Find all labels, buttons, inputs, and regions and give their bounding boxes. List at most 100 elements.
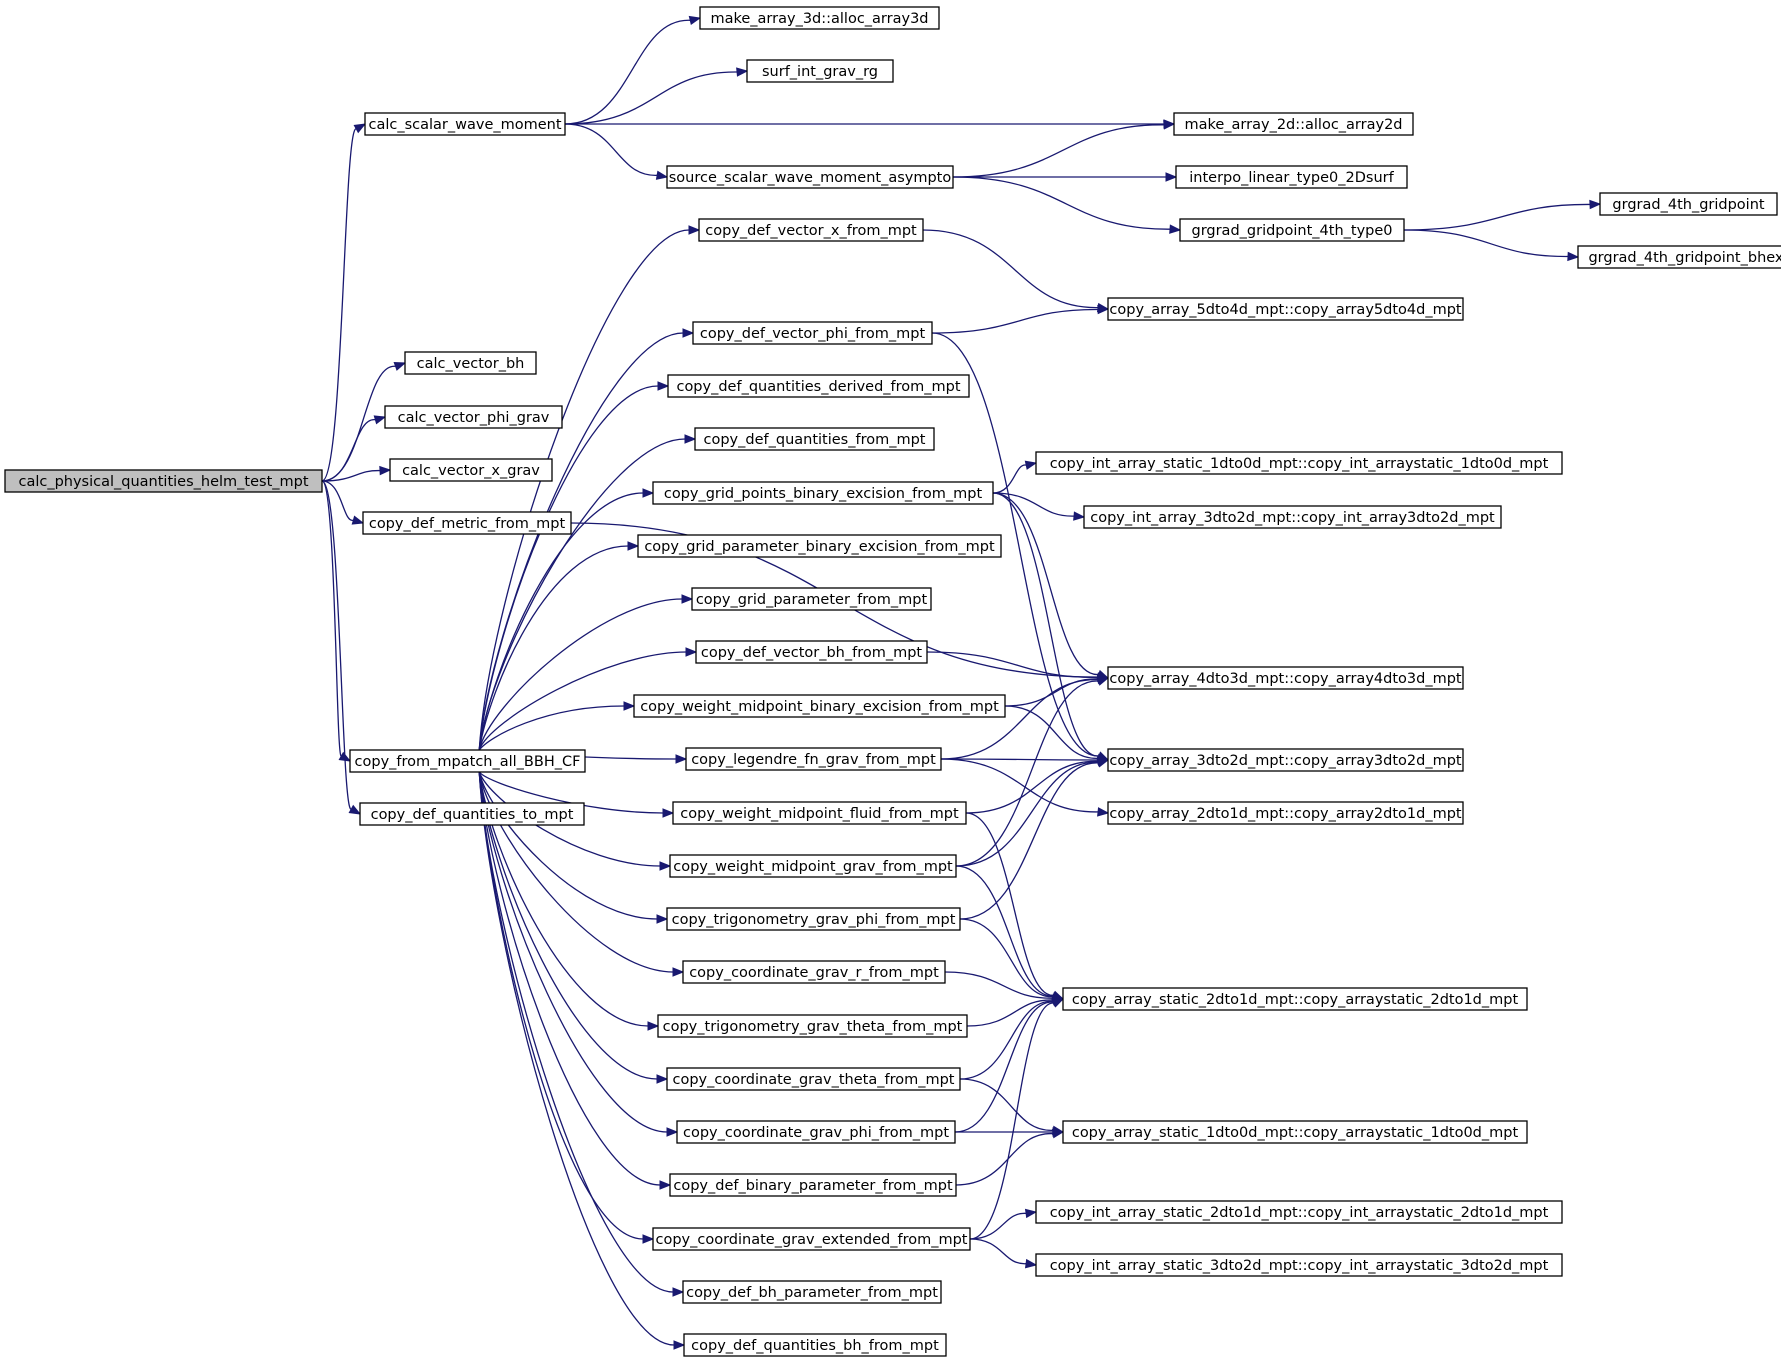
graph-edge (966, 995, 1065, 1027)
graph-node-box (1035, 1200, 1563, 1224)
graph-edge (1004, 705, 1110, 763)
graph-node-box (1107, 801, 1464, 825)
graph-node[interactable]: calc_scalar_wave_moment (364, 112, 566, 136)
graph-node[interactable]: copy_coordinate_grav_extended_from_mpt (652, 1227, 971, 1251)
graph-node[interactable]: copy_def_quantities_bh_from_mpt (683, 1333, 947, 1357)
edge-path (321, 128, 357, 482)
graph-node[interactable]: grgrad_gridpoint_4th_type0 (1179, 218, 1405, 242)
graph-node[interactable]: copy_int_array_static_1dto0d_mpt::copy_i… (1035, 451, 1563, 475)
graph-node[interactable]: make_array_2d::alloc_array2d (1173, 112, 1414, 136)
graph-node[interactable]: copy_array_static_1dto0d_mpt::copy_array… (1062, 1120, 1528, 1144)
graph-node-label: surf_int_grav_rg (762, 64, 878, 80)
graph-node-label: copy_array_4dto3d_mpt::copy_array4dto3d_… (1109, 671, 1461, 687)
graph-edge (969, 1238, 1038, 1269)
edge-path (966, 999, 1054, 1027)
graph-node[interactable]: copy_array_3dto2d_mpt::copy_array3dto2d_… (1107, 748, 1464, 772)
graph-node[interactable]: copy_grid_parameter_binary_excision_from… (637, 534, 1002, 558)
graph-node-label: copy_def_bh_parameter_from_mpt (686, 1285, 938, 1301)
graph-edge (959, 996, 1065, 1080)
graph-node[interactable]: copy_weight_midpoint_fluid_from_mpt (672, 801, 967, 825)
graph-node-box (682, 960, 946, 984)
graph-node[interactable]: grgrad_4th_gridpoint (1599, 192, 1778, 216)
edge-path (969, 1002, 1054, 1240)
graph-edge (952, 176, 1182, 234)
graph-node[interactable]: copy_array_2dto1d_mpt::copy_array2dto1d_… (1107, 801, 1464, 825)
graph-node-box (667, 374, 970, 398)
graph-node-label: copy_trigonometry_grav_phi_from_mpt (672, 912, 956, 928)
edge-path (478, 771, 644, 1240)
graph-node-label: copy_def_vector_bh_from_mpt (701, 645, 923, 661)
graph-node[interactable]: copy_grid_parameter_from_mpt (691, 587, 932, 611)
graph-node[interactable]: copy_def_quantities_derived_from_mpt (667, 374, 970, 398)
graph-node-box (683, 1333, 947, 1357)
graph-node[interactable]: copy_int_array_static_3dto2d_mpt::copy_i… (1035, 1253, 1563, 1277)
graph-node[interactable]: copy_coordinate_grav_theta_from_mpt (666, 1067, 961, 1091)
graph-node[interactable]: copy_def_metric_from_mpt (362, 511, 572, 535)
edge-arrowhead (1096, 676, 1110, 686)
edge-arrowhead (627, 541, 640, 551)
graph-node[interactable]: copy_int_array_static_2dto1d_mpt::copy_i… (1035, 1200, 1563, 1224)
graph-node[interactable]: copy_def_binary_parameter_from_mpt (669, 1173, 957, 1197)
graph-node[interactable]: copy_def_vector_phi_from_mpt (692, 321, 933, 345)
edge-path (1004, 705, 1099, 759)
graph-node[interactable]: copy_weight_midpoint_binary_excision_fro… (633, 694, 1006, 718)
graph-node[interactable]: copy_trigonometry_grav_phi_from_mpt (666, 907, 961, 931)
graph-node[interactable]: copy_def_quantities_from_mpt (694, 427, 935, 451)
graph-edge (955, 676, 1110, 867)
graph-node[interactable]: copy_coordinate_grav_phi_from_mpt (676, 1120, 956, 1144)
graph-node[interactable]: copy_def_bh_parameter_from_mpt (682, 1280, 942, 1304)
graph-edge (564, 15, 702, 125)
graph-node[interactable]: copy_grid_points_binary_excision_from_mp… (652, 481, 994, 505)
graph-edge (959, 1078, 1065, 1135)
edge-path (478, 771, 664, 814)
graph-node-box (1173, 112, 1414, 136)
graph-node[interactable]: copy_array_static_2dto1d_mpt::copy_array… (1062, 987, 1528, 1011)
graph-node-box (359, 802, 585, 826)
edge-path (940, 678, 1099, 760)
graph-node-box (1035, 451, 1563, 475)
graph-node-box (364, 112, 566, 136)
graph-node-box (1107, 666, 1464, 690)
edge-arrowhead (682, 328, 695, 338)
graph-node[interactable]: copy_int_array_3dto2d_mpt::copy_int_arra… (1083, 505, 1502, 529)
graph-node[interactable]: copy_array_5dto4d_mpt::copy_array5dto4d_… (1107, 297, 1464, 321)
edge-path (952, 176, 1171, 230)
graph-node[interactable]: calc_vector_bh (404, 351, 537, 375)
graph-node[interactable]: calc_vector_x_grav (389, 458, 553, 482)
edge-path (1403, 203, 1591, 231)
graph-node[interactable]: copy_array_4dto3d_mpt::copy_array4dto3d_… (1107, 666, 1464, 690)
graph-node-box (685, 747, 942, 771)
graph-edge (969, 998, 1065, 1240)
graph-node[interactable]: source_scalar_wave_moment_asympto (666, 165, 954, 189)
graph-node[interactable]: surf_int_grav_rg (746, 59, 894, 83)
graph-node[interactable]: copy_trigonometry_grav_theta_from_mpt (657, 1014, 968, 1038)
graph-node[interactable]: copy_def_vector_x_from_mpt (698, 218, 924, 242)
graph-node[interactable]: copy_def_quantities_to_mpt (359, 802, 585, 826)
edge-path (321, 480, 354, 521)
graph-node[interactable]: copy_weight_midpoint_grav_from_mpt (669, 854, 957, 878)
graph-node[interactable]: copy_def_vector_bh_from_mpt (695, 640, 928, 664)
graph-node[interactable]: grgrad_4th_gridpoint_bhex (1577, 245, 1781, 269)
graph-node[interactable]: copy_legendre_fn_grav_from_mpt (685, 747, 942, 771)
edge-path (1403, 229, 1569, 258)
graph-node[interactable]: interpo_linear_type0_2Dsurf (1175, 165, 1408, 189)
graph-node-box (1577, 245, 1781, 269)
graph-node-box (676, 1120, 956, 1144)
graph-node[interactable]: calc_vector_phi_grav (384, 405, 563, 429)
graph-node-label: copy_array_3dto2d_mpt::copy_array3dto2d_… (1109, 753, 1461, 769)
graph-node[interactable]: copy_coordinate_grav_r_from_mpt (682, 960, 946, 984)
graph-node-label: grgrad_4th_gridpoint_bhex (1588, 250, 1781, 266)
graph-node-box (692, 321, 933, 345)
graph-node-label: copy_int_array_static_1dto0d_mpt::copy_i… (1050, 456, 1549, 472)
edge-path (940, 758, 1099, 813)
edge-arrowhead (672, 1287, 685, 1297)
graph-edge (1403, 199, 1602, 231)
graph-node[interactable]: copy_from_mpatch_all_BBH_CF (349, 749, 586, 773)
edge-arrowhead (1097, 807, 1110, 817)
graph-node-label: copy_grid_parameter_binary_excision_from… (644, 539, 995, 555)
graph-node[interactable]: make_array_3d::alloc_array3d (699, 6, 940, 30)
edge-arrowhead (1163, 120, 1176, 130)
graph-edge (321, 415, 387, 482)
edge-path (992, 492, 1099, 676)
graph-node-label: copy_def_quantities_bh_from_mpt (691, 1338, 939, 1354)
